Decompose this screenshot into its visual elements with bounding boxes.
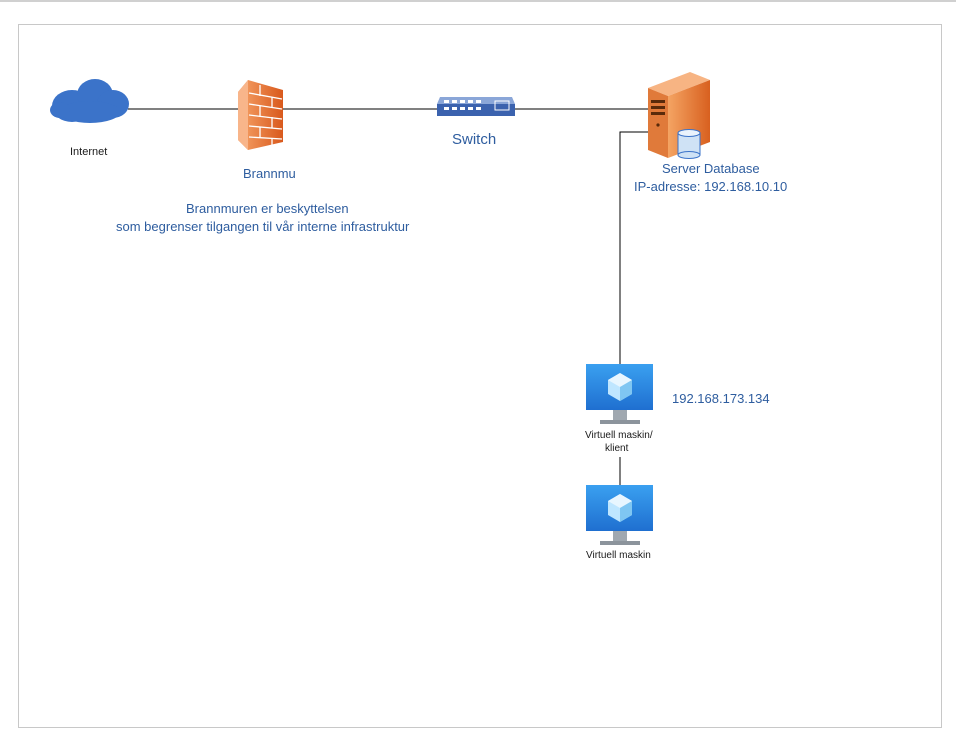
window-top-border — [0, 0, 956, 2]
server-database-icon — [648, 72, 710, 159]
server-label: Server Database — [662, 161, 760, 176]
switch-icon — [437, 97, 515, 116]
vm-client-ip-label: 192.168.173.134 — [672, 391, 770, 406]
server-ip-label: IP-adresse: 192.168.10.10 — [634, 179, 788, 194]
switch-label: Switch — [452, 131, 497, 148]
firewall-annotation-line1: Brannmuren er beskyttelsen — [186, 201, 349, 216]
firewall-icon — [238, 80, 283, 150]
vm-label: Virtuell maskin — [586, 550, 651, 561]
firewall-label: Brannmu — [243, 166, 296, 181]
virtual-machine-monitor-icon — [586, 364, 653, 424]
vm-client-label-line2: klient — [605, 443, 629, 454]
connectors — [128, 108, 651, 487]
virtual-machine-monitor-icon — [586, 485, 653, 545]
cloud-icon — [50, 79, 129, 123]
vm-client-label-line1: Virtuell maskin/ — [585, 430, 653, 441]
firewall-annotation-line2: som begrenser tilgangen til vår interne … — [116, 219, 410, 234]
link-server-vm-client — [619, 131, 651, 365]
internet-label: Internet — [70, 146, 108, 158]
diagram-frame — [18, 24, 942, 728]
